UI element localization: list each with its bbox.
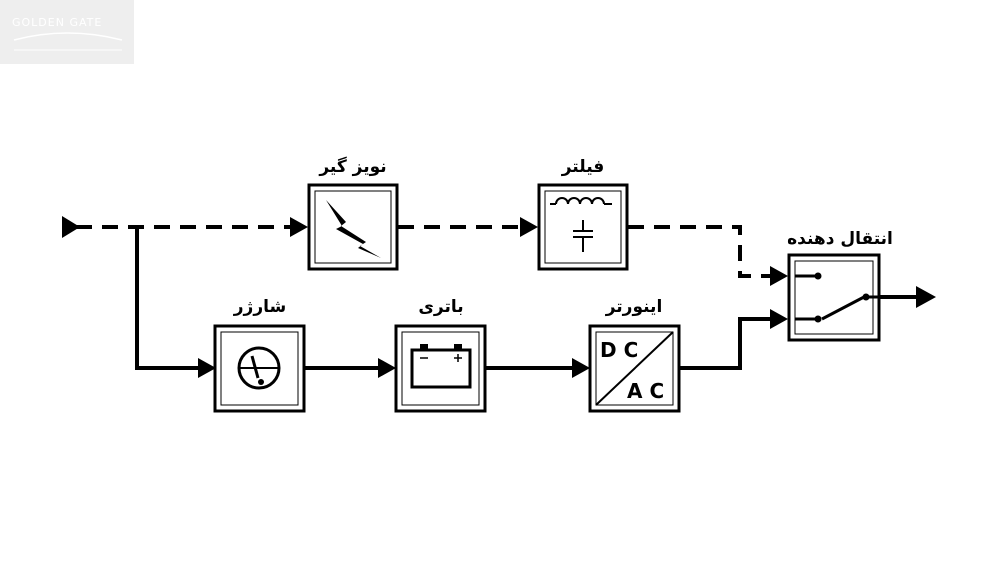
charger-block xyxy=(213,324,306,413)
arrow-to-filter-icon xyxy=(520,217,538,237)
arrow-to-charger-icon xyxy=(198,358,216,378)
output-arrow-icon xyxy=(916,286,936,308)
dc-text: D C xyxy=(600,338,638,362)
arrow-to-inverter-icon xyxy=(572,358,590,378)
lightning-icon xyxy=(326,200,381,258)
filter-block xyxy=(537,183,629,271)
logo: GOLDEN GATE xyxy=(0,0,134,64)
arrow-to-noise-icon xyxy=(290,217,308,237)
battery-label: باتری xyxy=(418,297,463,317)
battery-block xyxy=(394,324,487,413)
noise-suppressor-block xyxy=(307,183,399,271)
filter-label: فیلتر xyxy=(561,157,605,177)
transfer-switch-block xyxy=(787,253,881,342)
capacitor-icon xyxy=(573,220,593,252)
arrow-to-battery-icon xyxy=(378,358,396,378)
arrow-to-switch-upper-icon xyxy=(770,266,788,286)
ac-text: A C xyxy=(627,379,664,403)
input-arrow-icon xyxy=(62,216,80,238)
inverter-label: اینورتر xyxy=(605,297,663,317)
arrow-to-switch-lower-icon xyxy=(770,309,788,329)
inductor-icon xyxy=(550,197,612,205)
bypass-path xyxy=(76,225,770,278)
transfer-switch-label: انتقال دهنده xyxy=(787,229,893,249)
main-path xyxy=(135,227,918,370)
inverter-block: D C A C xyxy=(588,324,681,413)
logo-text: GOLDEN GATE xyxy=(12,16,102,29)
gauge-icon xyxy=(237,346,281,390)
charger-label: شارژر xyxy=(233,297,286,317)
noise-suppressor-label: نویز گیر xyxy=(318,156,386,177)
battery-icon xyxy=(410,344,472,389)
